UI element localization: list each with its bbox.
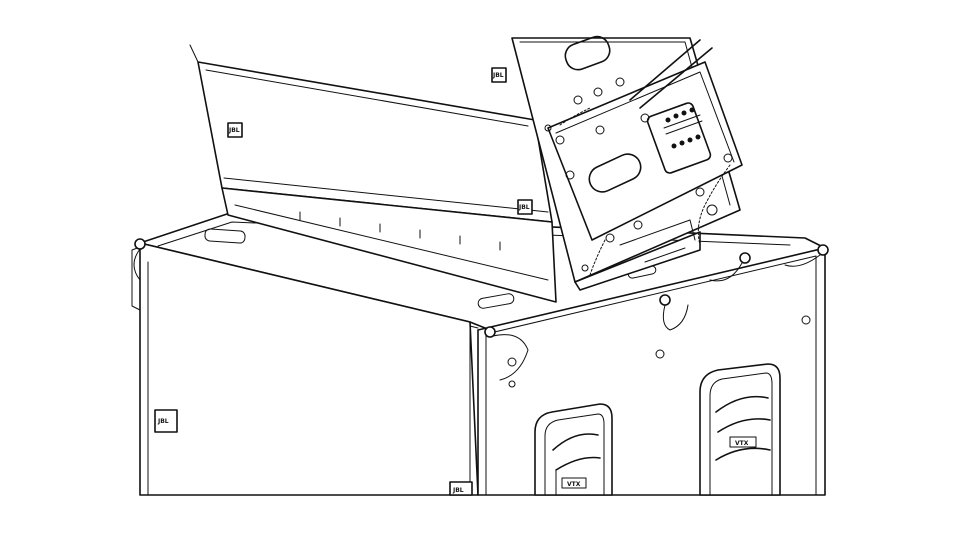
front-handle-left [534, 403, 613, 496]
logo-badge-panel-3: JBL [517, 199, 533, 215]
line-array-element [511, 35, 743, 291]
bottom-bracket [574, 231, 701, 291]
model-mark-right: VTX [735, 440, 749, 447]
logo-badge-cabinet-side: JBL [154, 409, 178, 433]
safety-chains [559, 107, 731, 276]
logo-text: JBL [228, 127, 240, 134]
logo-badge-panel-2: JBL [491, 67, 507, 83]
rear-grille-panel: JBL JBL JBL [189, 44, 557, 303]
logo-text: JBL [157, 418, 169, 425]
model-mark-text: VTX [735, 440, 749, 447]
logo-text: JBL [518, 204, 530, 211]
model-mark-left: VTX [567, 481, 581, 488]
logo-text: JBL [492, 72, 504, 79]
logo-text: JBL [452, 487, 464, 494]
rigging-pins [133, 238, 829, 381]
rigging-screws [544, 77, 733, 272]
logo-badge-panel-1: JBL [227, 122, 243, 138]
logo-badge-cabinet-bottom: JBL [449, 481, 473, 496]
front-handle-right [699, 363, 781, 496]
connector-panel [646, 102, 712, 174]
model-mark-text: VTX [567, 481, 581, 488]
